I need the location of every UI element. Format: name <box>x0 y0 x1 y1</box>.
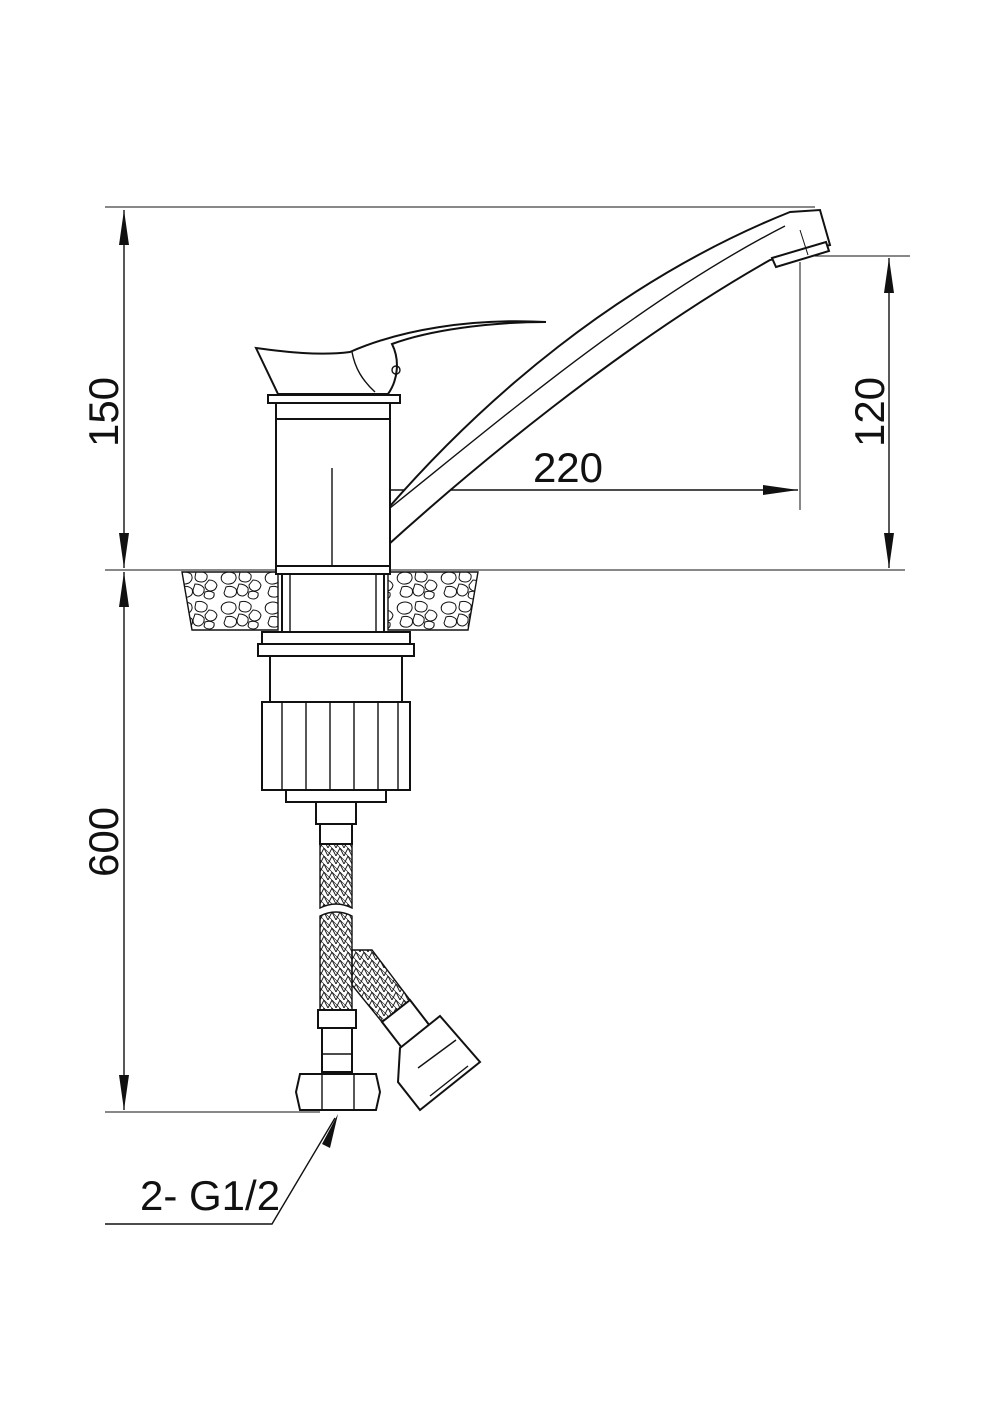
dim-outlet-height: 120 <box>846 377 893 447</box>
dim-connection: 2- G1/2 <box>140 1172 280 1219</box>
dimension-lines <box>105 206 910 1225</box>
faucet-body <box>181 208 832 803</box>
dim-total-height: 150 <box>80 377 127 447</box>
dim-spout-reach: 220 <box>533 444 603 491</box>
dim-hose-length: 600 <box>80 807 127 877</box>
supply-hoses <box>294 801 482 1112</box>
